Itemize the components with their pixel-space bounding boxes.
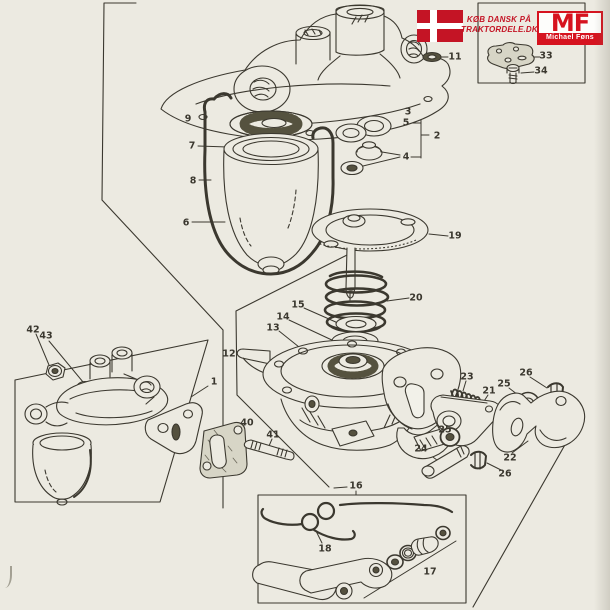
valve-washers (335, 115, 392, 176)
mf-logo: MF Michael Føns (537, 11, 603, 45)
mf-logo-name: Michael Føns (539, 33, 601, 43)
assembled-pump (24, 346, 203, 506)
bowl-retainer-bail (202, 92, 335, 276)
shop-tagline: KØB DANSK PÅ TRAKTORDELE.DK (461, 15, 538, 35)
rocker-arm (492, 390, 586, 453)
lever-return-spring (260, 501, 454, 541)
insulator-plate-group (487, 42, 535, 85)
screw-34 (506, 63, 520, 85)
tagline-line2: TRAKTORDELE.DK (461, 25, 538, 34)
diaphragm (311, 208, 429, 301)
retaining-clip-lower (470, 450, 487, 470)
flag-cross (417, 23, 463, 29)
lower-pump-body (236, 339, 462, 460)
priming-lever-group (252, 501, 454, 601)
mf-logo-initials: MF (550, 9, 590, 37)
sediment-bowl (202, 92, 335, 276)
danish-flag-icon (417, 10, 463, 42)
flange-gasket (199, 421, 248, 479)
cover-gasket (229, 110, 313, 138)
mounting-stud (243, 439, 295, 461)
lever-bushings (386, 525, 451, 570)
scan-smudge (0, 566, 12, 588)
tagline-line1: KØB DANSK PÅ (466, 15, 532, 24)
rocker-arm-group (421, 382, 586, 479)
